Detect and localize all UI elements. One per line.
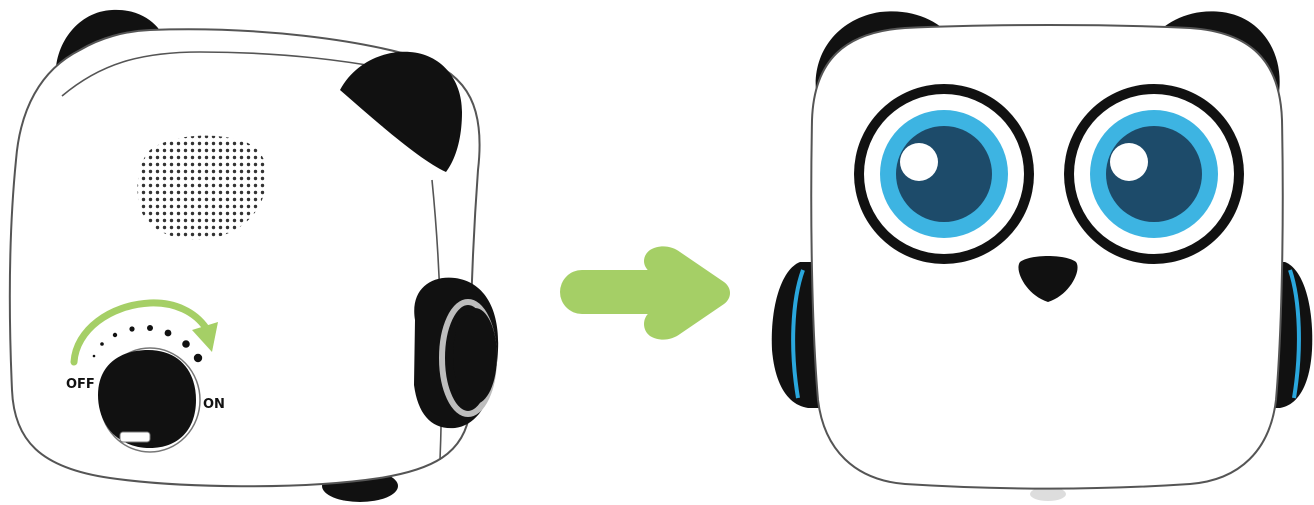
front-left-eye	[854, 84, 1034, 264]
panda-robot-back-icon: OFF ON	[10, 10, 498, 502]
front-right-eye	[1064, 84, 1244, 264]
power-dial[interactable]	[98, 348, 200, 452]
back-wheel	[414, 278, 498, 429]
panda-robot-front-icon	[772, 11, 1313, 501]
arrow-right-icon	[560, 246, 730, 339]
dial-off-label: OFF	[66, 377, 95, 392]
dial-on-label: ON	[203, 397, 225, 412]
